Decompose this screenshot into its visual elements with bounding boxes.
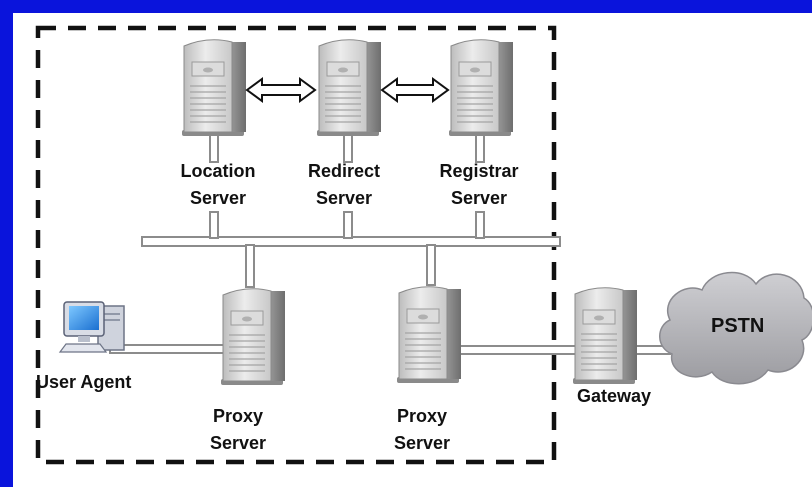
proxy-server-1-label-line1: Proxy: [212, 406, 264, 426]
gateway-server-icon: [572, 287, 638, 385]
double-headed-arrow-icon: [245, 77, 317, 103]
location-server-label-line2: Server: [189, 188, 247, 208]
proxy-server-2-icon: [396, 286, 462, 384]
proxy-server-1-label-line2: Server: [209, 433, 267, 453]
desktop-computer-icon: [58, 301, 125, 353]
double-headed-arrow-icon: [380, 77, 450, 103]
pstn-label: PSTN: [711, 315, 765, 337]
cloud-icon: [659, 271, 812, 385]
registrar-server-label-line2: Server: [450, 188, 508, 208]
proxy-server-1-icon: [220, 288, 286, 386]
proxy-server-2-label: Proxy Server: [370, 403, 474, 457]
redirect-server-label-line2: Server: [315, 188, 373, 208]
location-server-label-line1: Location: [180, 161, 256, 181]
frame-left-bar: [0, 0, 13, 487]
registrar-server-label: Registrar Server: [424, 158, 534, 212]
redirect-server-icon: [316, 39, 382, 137]
redirect-server-label-line1: Redirect: [307, 161, 381, 181]
location-server-icon: [181, 39, 247, 137]
proxy-server-1-label: Proxy Server: [186, 403, 290, 457]
registrar-server-label-line1: Registrar: [439, 161, 519, 181]
redirect-server-label: Redirect Server: [292, 158, 396, 212]
proxy-server-2-label-line2: Server: [393, 433, 451, 453]
top-server-links: [209, 131, 485, 239]
frame-top-bar: [0, 0, 812, 13]
proxy-links: [245, 244, 436, 288]
proxy-server-2-label-line1: Proxy: [396, 406, 448, 426]
gateway-label: Gateway: [576, 386, 652, 406]
location-server-label: Location Server: [166, 158, 270, 212]
user-agent-label: User Agent: [36, 372, 132, 392]
registrar-server-icon: [448, 39, 514, 137]
